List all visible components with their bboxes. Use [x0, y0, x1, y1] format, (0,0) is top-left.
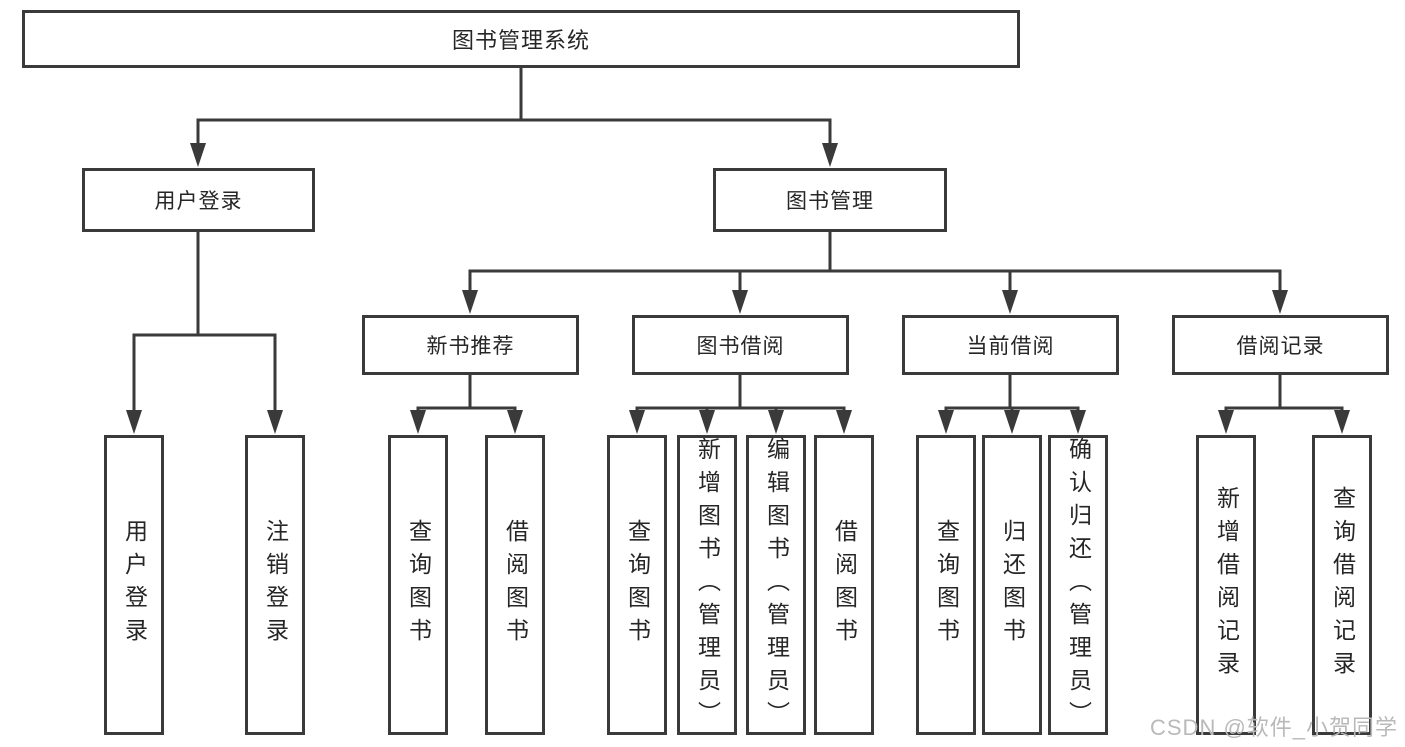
arrowhead — [629, 410, 645, 434]
arrowhead — [938, 410, 954, 434]
arrowhead — [267, 410, 283, 434]
arrowhead — [1070, 410, 1086, 434]
leaf-query-books-current: 查询图书 — [916, 435, 976, 735]
arrowhead — [1334, 410, 1350, 434]
arrowhead — [1218, 410, 1234, 434]
node-current-borrow: 当前借阅 — [902, 315, 1119, 375]
node-user-login: 用户登录 — [82, 168, 315, 232]
leaf-confirm-return-admin: 确认归还（管理员） — [1048, 435, 1108, 735]
node-new-book-recommend: 新书推荐 — [362, 315, 579, 375]
arrowhead — [1004, 410, 1020, 434]
leaf-borrow-books-recommend: 借阅图书 — [485, 435, 545, 735]
arrowhead — [768, 410, 784, 434]
leaf-query-borrow-record: 查询借阅记录 — [1312, 435, 1372, 735]
leaf-return-books: 归还图书 — [982, 435, 1042, 735]
leaf-query-books-recommend: 查询图书 — [388, 435, 448, 735]
csdn-watermark: CSDN @软件_小贺同学 — [1150, 715, 1399, 740]
leaf-logout: 注销登录 — [245, 435, 305, 735]
arrowhead — [126, 410, 142, 434]
arrowhead — [190, 143, 206, 167]
arrowhead — [836, 410, 852, 434]
arrowhead — [410, 410, 426, 434]
arrowhead — [462, 290, 478, 314]
node-book-borrow: 图书借阅 — [632, 315, 849, 375]
node-book-management: 图书管理 — [713, 168, 947, 232]
arrowhead — [1272, 290, 1288, 314]
leaf-user-login: 用户登录 — [104, 435, 164, 735]
arrowhead — [822, 143, 838, 167]
leaf-add-borrow-record: 新增借阅记录 — [1196, 435, 1256, 735]
leaf-edit-books-admin: 编辑图书（管理员） — [746, 435, 806, 735]
node-borrow-records: 借阅记录 — [1172, 315, 1389, 375]
leaf-borrow-books: 借阅图书 — [814, 435, 874, 735]
node-library-system: 图书管理系统 — [22, 10, 1020, 68]
leaf-add-books-admin: 新增图书（管理员） — [677, 435, 737, 735]
arrowhead — [1002, 290, 1018, 314]
arrowhead — [699, 410, 715, 434]
arrowhead — [732, 290, 748, 314]
arrowhead — [507, 410, 523, 434]
leaf-query-books-borrow: 查询图书 — [607, 435, 667, 735]
